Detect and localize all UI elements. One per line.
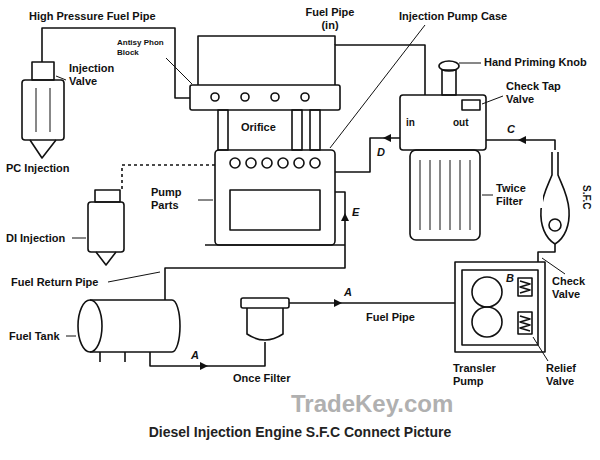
- flow-letter: A: [190, 349, 200, 362]
- part-label: S.F.C: [580, 184, 592, 210]
- part-label: Relief Valve: [545, 362, 597, 388]
- part-label: Fuel Pipe: [365, 311, 416, 324]
- flow-letter: D: [376, 146, 386, 159]
- part-label: Antisy Phon Block: [116, 38, 168, 58]
- flow-letter: B: [505, 272, 515, 285]
- flow-letter: A: [343, 286, 353, 299]
- watermark: TradeKey.com: [290, 390, 454, 418]
- flow-letter: C: [506, 123, 516, 136]
- part-label: Fuel Return Pipe: [10, 276, 99, 289]
- part-label: Check Tap Valve: [505, 80, 571, 106]
- caption: Diesel Injection Engine S.F.C Connect Pi…: [0, 424, 600, 440]
- part-label: Fuel Pipe (in): [298, 6, 362, 32]
- part-label: Injection Valve: [68, 62, 130, 88]
- part-label: Twice Filter: [495, 182, 543, 208]
- part-label: Fuel Tank: [8, 330, 61, 343]
- part-label: Hand Priming Knob: [483, 56, 588, 69]
- part-label: Orifice: [240, 121, 277, 134]
- part-label: DI Injection: [5, 232, 66, 245]
- part-label: in: [405, 117, 416, 129]
- part-label: High Pressure Fuel Pipe: [28, 10, 157, 23]
- part-label: Once Filter: [232, 372, 291, 385]
- part-label: PC Injection: [5, 162, 71, 175]
- flow-letter: E: [351, 206, 360, 219]
- part-label: out: [452, 117, 470, 129]
- part-label: Transler Pump: [452, 362, 514, 388]
- part-label: Injection Pump Case: [398, 10, 508, 23]
- part-label: Pump Parts: [150, 186, 198, 212]
- part-label: Check Valve: [551, 275, 597, 301]
